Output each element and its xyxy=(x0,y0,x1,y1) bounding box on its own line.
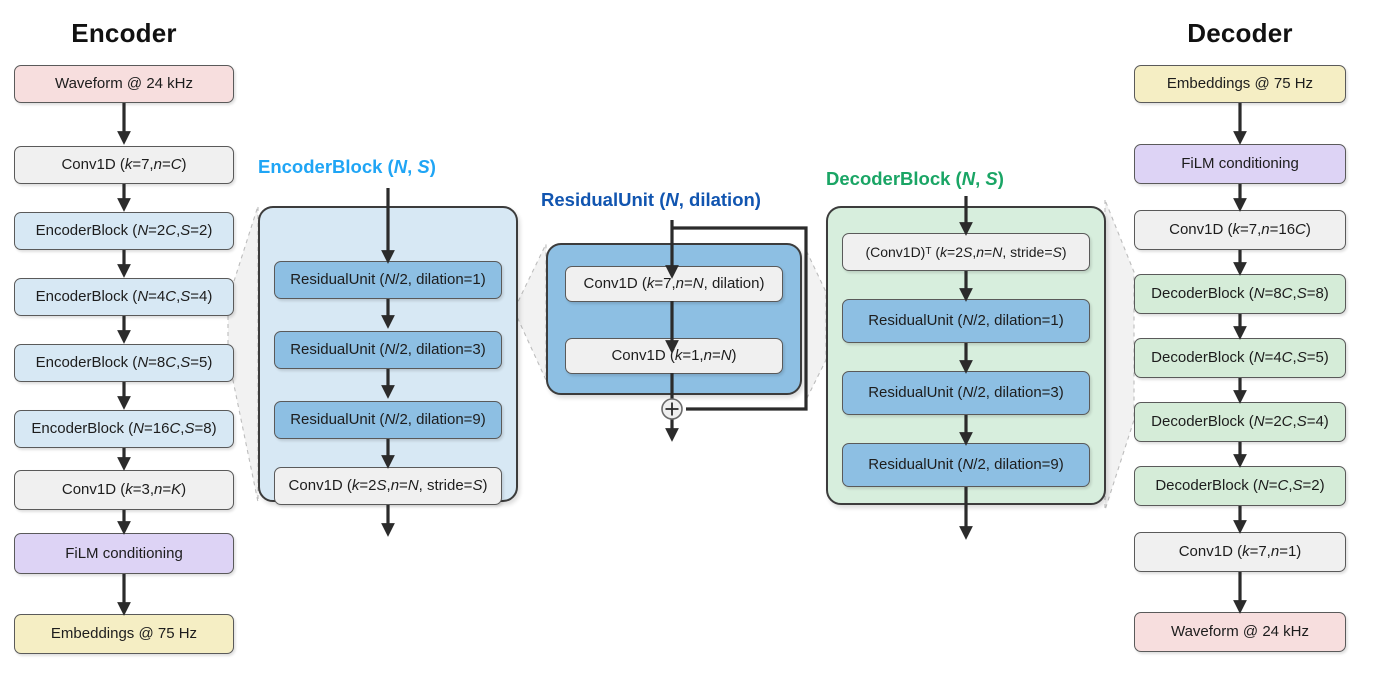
encoder-node-embeddings-output[interactable]: Embeddings @ 75 Hz xyxy=(14,614,234,654)
encoder-column-title: Encoder xyxy=(71,18,177,48)
residual-sum-node xyxy=(661,398,683,420)
encoderblock-node-residualunit-2[interactable]: ResidualUnit (N/2, dilation=3) xyxy=(274,331,502,369)
wedge-encoder-to-encoderblock xyxy=(227,205,259,503)
decoder-node-film-conditioning[interactable]: FiLM conditioning xyxy=(1134,144,1346,184)
decoderblock-node-residualunit-3[interactable]: ResidualUnit (N/2, dilation=9) xyxy=(842,443,1090,487)
decoder-node-decoderblock-4[interactable]: DecoderBlock (N=C, S=2) xyxy=(1134,466,1346,506)
encoder-node-conv1d-in[interactable]: Conv1D (k=7, n=C) xyxy=(14,146,234,184)
encoderblock-node-residualunit-3[interactable]: ResidualUnit (N/2, dilation=9) xyxy=(274,401,502,439)
residual-skip-connection xyxy=(672,226,808,411)
encoder-node-waveform-input[interactable]: Waveform @ 24 kHz xyxy=(14,65,234,103)
residualunit-node-conv1d-dilated[interactable]: Conv1D (k=7, n=N, dilation) xyxy=(565,266,783,302)
decoderblock-node-residualunit-1[interactable]: ResidualUnit (N/2, dilation=1) xyxy=(842,299,1090,343)
encoderblock-panel-label: EncoderBlock (N, S) xyxy=(258,156,436,177)
residualunit-panel-label: ResidualUnit (N, dilation) xyxy=(541,189,761,210)
decoder-column-title: Decoder xyxy=(1187,18,1293,48)
decoderblock-node-residualunit-2[interactable]: ResidualUnit (N/2, dilation=3) xyxy=(842,371,1090,415)
encoder-node-conv1d-out[interactable]: Conv1D (k=3, n=K) xyxy=(14,470,234,510)
decoder-node-embeddings-input[interactable]: Embeddings @ 75 Hz xyxy=(1134,65,1346,103)
decoderblock-panel-label: DecoderBlock (N, S) xyxy=(826,168,1004,189)
wedge-decoderblock-to-decoder xyxy=(1104,199,1135,511)
